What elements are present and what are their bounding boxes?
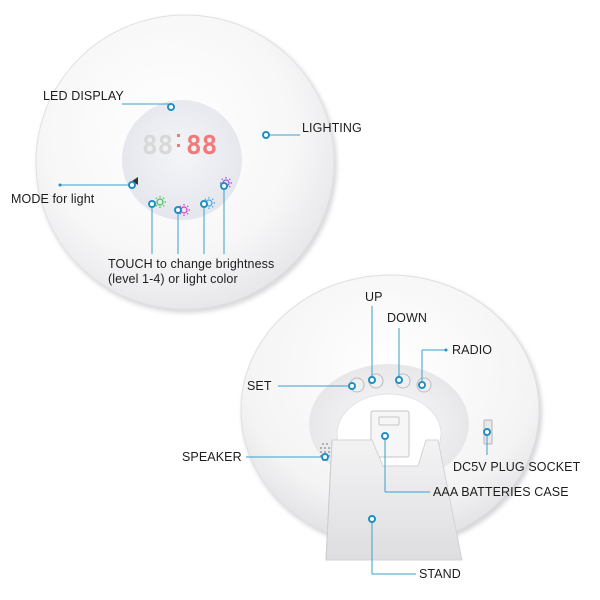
dot-stand xyxy=(368,515,376,523)
label-touch-line1: TOUCH to change brightness xyxy=(108,257,274,271)
dot-mode xyxy=(128,181,136,189)
dot-speaker xyxy=(321,453,329,461)
display-hour-digits: 88 xyxy=(142,131,173,161)
display-colon-bottom xyxy=(177,144,180,147)
callout-dots xyxy=(58,103,491,523)
dot-radio xyxy=(418,381,426,389)
battery-latch xyxy=(378,416,400,426)
label-aaa-batteries-case: AAA BATTERIES CASE xyxy=(433,485,569,499)
dot-touch-2 xyxy=(174,206,182,214)
label-speaker: SPEAKER xyxy=(182,450,242,464)
dot-touch-1 xyxy=(148,200,156,208)
label-up: UP xyxy=(365,290,383,304)
label-radio: RADIO xyxy=(452,343,492,357)
tip-mode xyxy=(58,183,62,187)
front-unit: 88 88 xyxy=(35,14,337,313)
label-touch-line2: (level 1-4) or light color xyxy=(108,272,238,286)
stand-edge xyxy=(325,439,333,561)
stand[interactable] xyxy=(325,439,463,561)
mode-arrow-icon[interactable] xyxy=(132,177,138,185)
label-set: SET xyxy=(247,379,272,393)
label-down: DOWN xyxy=(387,311,427,325)
dot-led-display xyxy=(167,103,175,111)
label-stand: STAND xyxy=(419,567,461,581)
dot-lighting xyxy=(262,131,270,139)
dot-set xyxy=(348,382,356,390)
dot-down xyxy=(395,376,403,384)
dot-up xyxy=(368,376,376,384)
dot-touch-3 xyxy=(200,200,208,208)
label-dc5v-plug-socket: DC5V PLUG SOCKET xyxy=(453,460,581,474)
labels: LED DISPLAY LIGHTING MODE for light TOUC… xyxy=(11,89,581,581)
led-display-panel xyxy=(122,100,242,220)
label-lighting: LIGHTING xyxy=(302,121,362,135)
back-unit xyxy=(240,274,542,561)
dot-batteries xyxy=(381,432,389,440)
display-colon-top xyxy=(177,134,180,137)
leader-lines xyxy=(60,103,488,575)
label-mode-for-light: MODE for light xyxy=(11,192,95,206)
tip-radio xyxy=(444,348,448,352)
display-minute-digits: 88 xyxy=(186,131,217,161)
dot-dc5v xyxy=(483,428,491,436)
dot-touch-4 xyxy=(220,182,228,190)
label-led-display: LED DISPLAY xyxy=(43,89,124,103)
